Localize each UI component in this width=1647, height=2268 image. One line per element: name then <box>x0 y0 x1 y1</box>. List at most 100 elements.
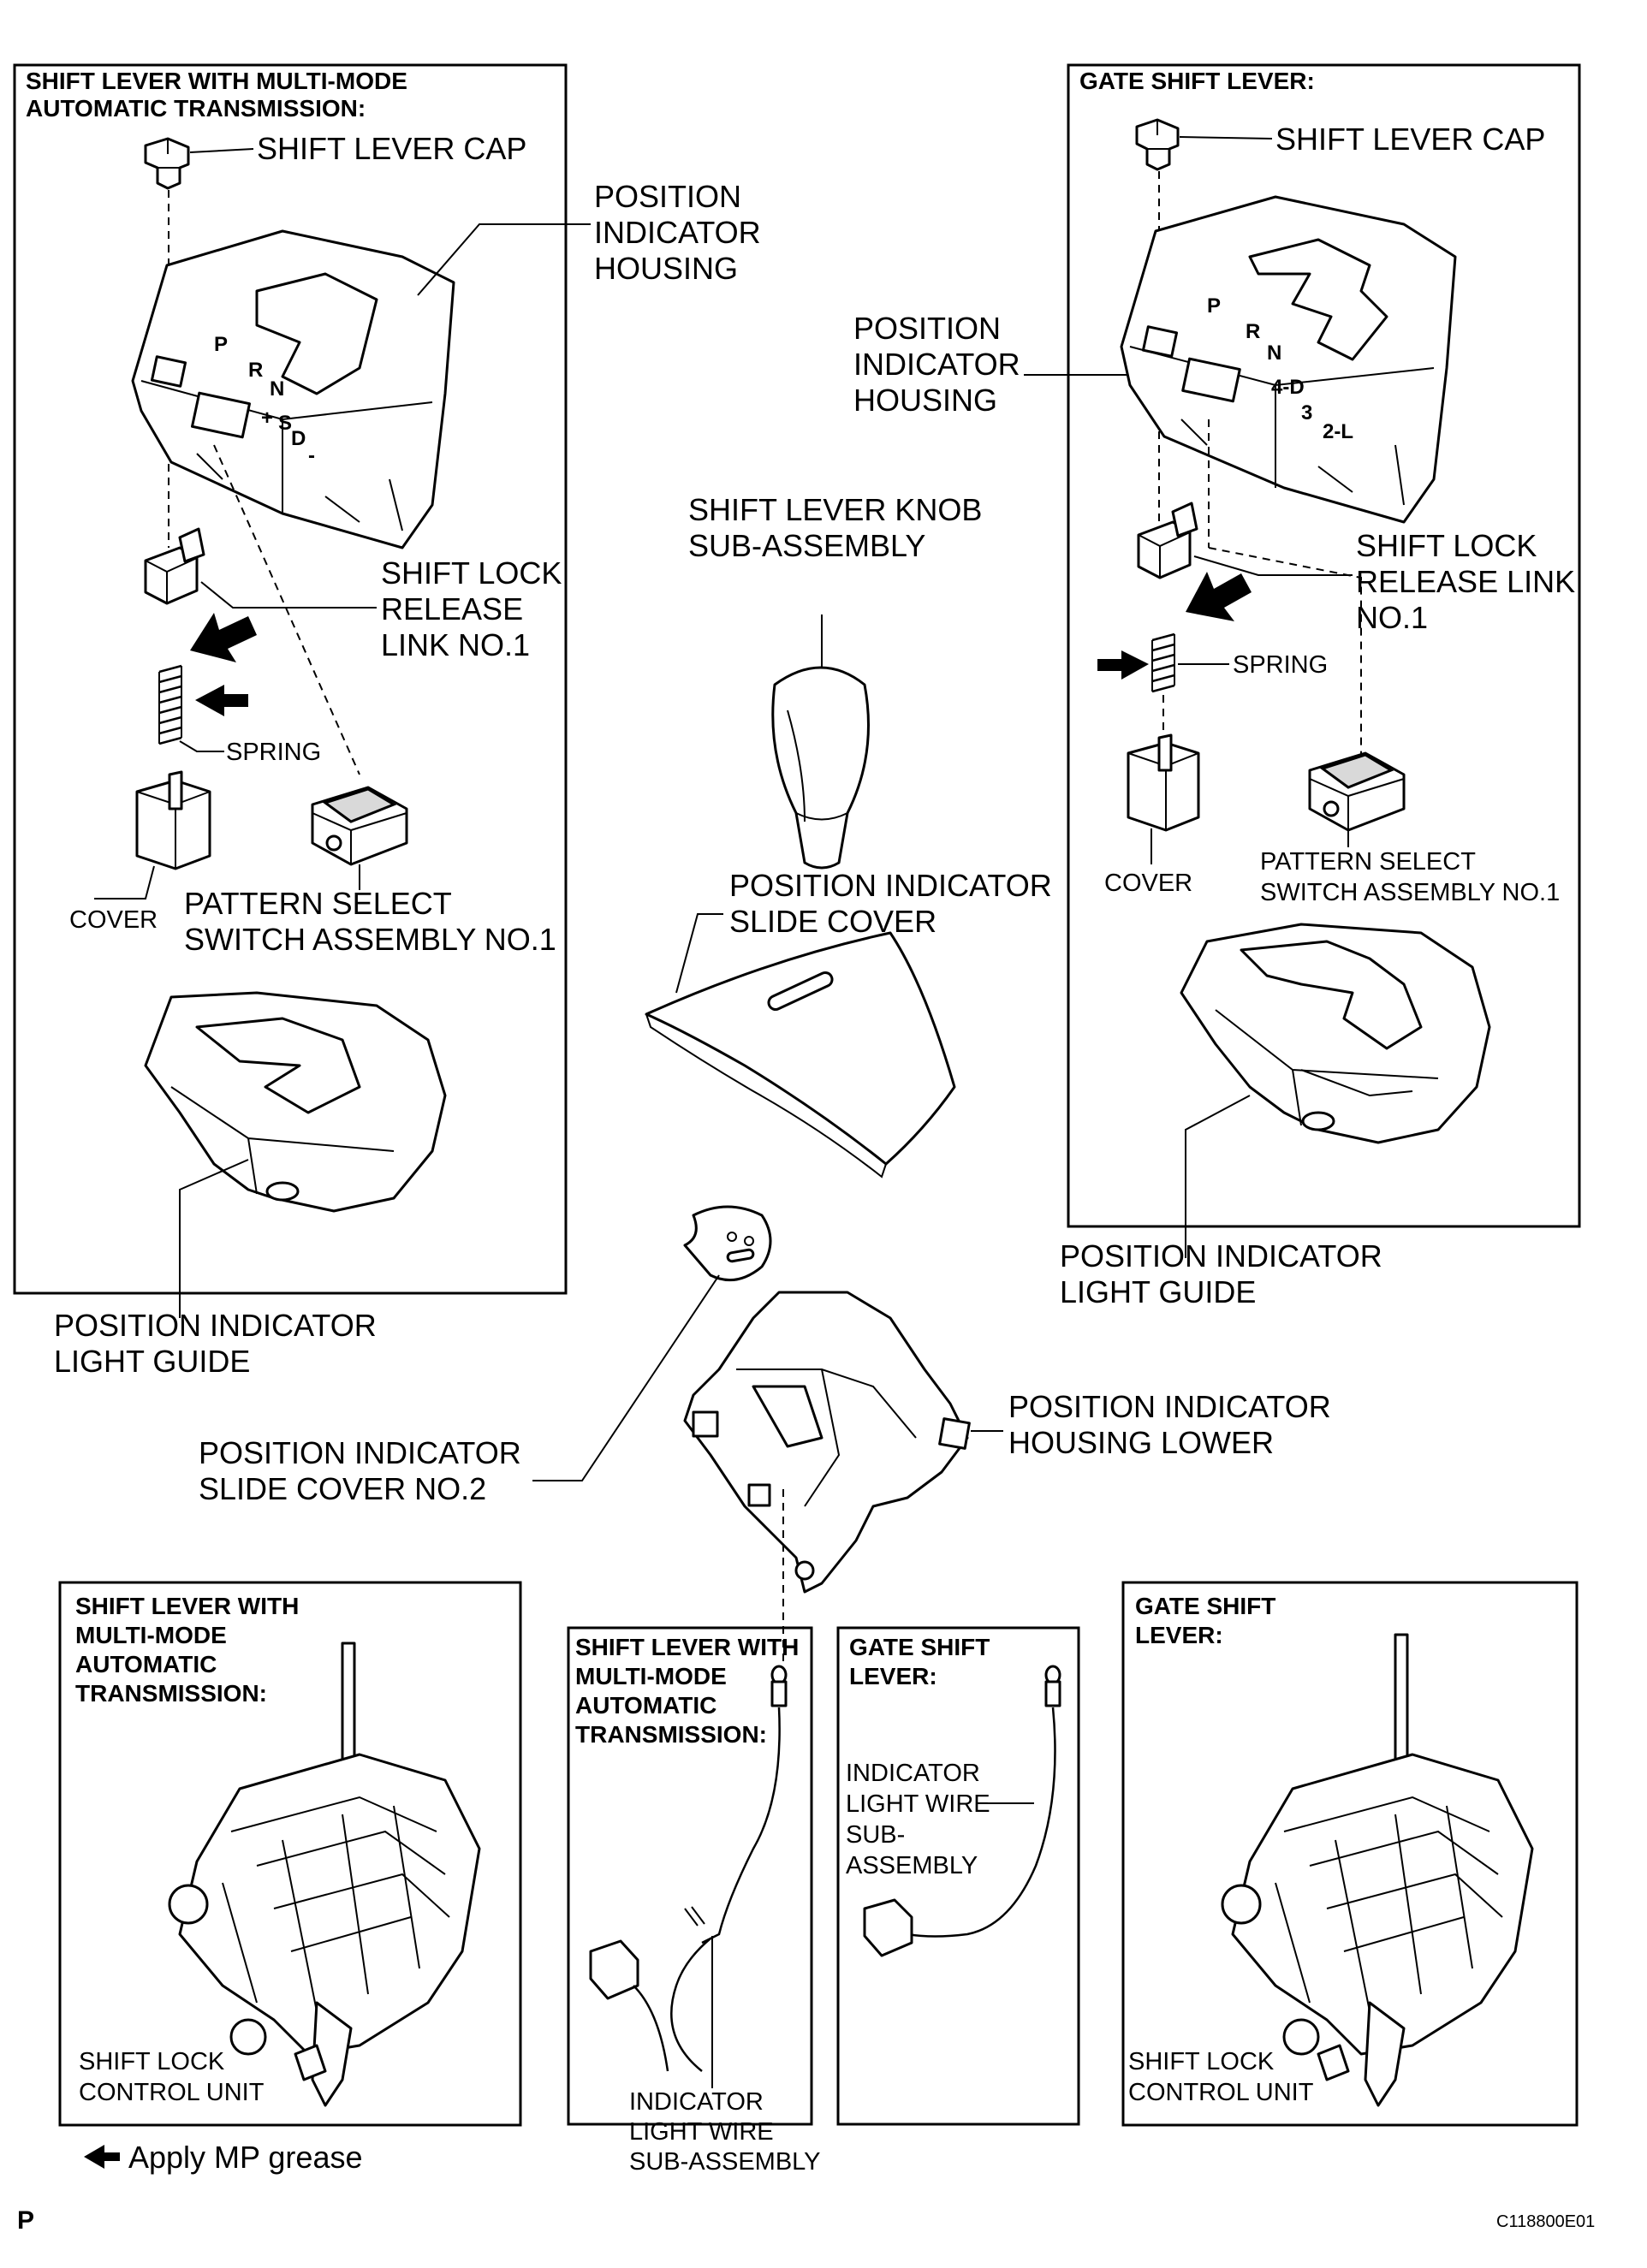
gear-letter: D <box>291 427 306 450</box>
gear-letter: + <box>261 407 273 430</box>
leader-line <box>675 913 723 994</box>
leader-line <box>200 581 377 609</box>
gear-letter: - <box>308 444 315 467</box>
spring-label: SPRING <box>226 739 321 766</box>
gear-letter: P <box>1207 294 1221 318</box>
panel-gate-bottom <box>1121 1581 1579 2127</box>
shift-lever-cap-label: SHIFT LEVER CAP <box>1275 122 1545 157</box>
header-line: MULTI-MODE <box>75 1622 227 1648</box>
header-line: AUTOMATIC <box>575 1692 716 1719</box>
leader-line <box>532 1274 720 1481</box>
shift-lock-control-unit-drawing <box>168 1642 481 2107</box>
housing-label: HOUSING <box>594 251 738 286</box>
header-line: LEVER: <box>1135 1622 1223 1648</box>
panel-multimode-bottom <box>58 1581 522 2127</box>
housing-label: POSITION <box>594 179 741 214</box>
shift-lever-knob-drawing <box>771 614 870 870</box>
grease-arrow-icon <box>1097 650 1149 680</box>
cover-label: COVER <box>69 906 158 934</box>
indicator-wire-label: LIGHT WIRE <box>846 1790 990 1818</box>
pattern-select-switch-drawing <box>1308 751 1406 832</box>
header-line: GATE SHIFT <box>849 1634 990 1660</box>
cover-label: COVER <box>1104 870 1192 897</box>
panel-gate-wire <box>836 1626 1080 2126</box>
housing-label: INDICATOR <box>594 215 761 250</box>
gear-letter: 3 <box>1301 401 1312 425</box>
figure-code: C118800E01 <box>1496 2212 1595 2231</box>
spring-drawing <box>158 664 182 745</box>
housing-label: POSITION <box>853 311 1001 346</box>
panel-gate-top <box>1067 63 1581 1228</box>
cover-drawing <box>1127 733 1200 832</box>
light-guide-label: LIGHT GUIDE <box>1060 1274 1256 1309</box>
gear-letter: 2-L <box>1323 420 1353 443</box>
header-line: MULTI-MODE <box>575 1663 727 1689</box>
indicator-wire-label: LIGHT WIRE <box>629 2118 774 2146</box>
shift-lever-cap-drawing <box>1135 118 1180 171</box>
assembly-path <box>1208 547 1362 762</box>
light-guide-label: POSITION INDICATOR <box>54 1308 377 1343</box>
shift-lever-cap-label: SHIFT LEVER CAP <box>257 131 526 166</box>
grease-arrow-icon <box>84 2145 120 2169</box>
knob-label: SHIFT LEVER KNOB <box>688 492 982 527</box>
slide-cover-no2-drawing <box>683 1205 772 1282</box>
page-marker: P <box>17 2206 34 2235</box>
header-line: AUTOMATIC <box>75 1651 217 1677</box>
gear-letter: N <box>270 377 284 401</box>
light-guide-drawing <box>1180 923 1491 1144</box>
release-link-label: SHIFT LOCK <box>1356 528 1537 563</box>
indicator-wire-label: ASSEMBLY <box>846 1852 978 1879</box>
housing-label: INDICATOR <box>853 347 1020 382</box>
light-guide-drawing <box>144 991 447 1213</box>
position-indicator-housing-drawing <box>131 229 455 549</box>
pattern-switch-label: SWITCH ASSEMBLY NO.1 <box>1260 879 1560 906</box>
leader-line <box>1193 555 1353 576</box>
release-link-label: NO.1 <box>1356 600 1428 635</box>
gear-letter: R <box>248 359 263 382</box>
header-line: SHIFT LEVER WITH <box>75 1593 299 1619</box>
leader-line <box>189 148 254 153</box>
pattern-switch-label: PATTERN SELECT <box>184 886 452 921</box>
grease-arrow-icon <box>190 613 257 662</box>
header-line: AUTOMATIC TRANSMISSION: <box>26 95 366 122</box>
shift-lock-control-unit-drawing <box>1221 1633 1534 2107</box>
header-line: LEVER: <box>849 1663 937 1689</box>
header-line: GATE SHIFT <box>1135 1593 1275 1619</box>
release-link-label: RELEASE LINK <box>1356 564 1575 599</box>
slide-cover-label: POSITION INDICATOR <box>729 868 1052 903</box>
header-line: TRANSMISSION: <box>75 1680 267 1707</box>
pattern-switch-label: SWITCH ASSEMBLY NO.1 <box>184 922 556 957</box>
grease-arrow-icon <box>1186 572 1252 621</box>
header-line: GATE SHIFT LEVER: <box>1079 68 1315 94</box>
knob-label: SUB-ASSEMBLY <box>688 528 925 563</box>
light-guide-label: LIGHT GUIDE <box>54 1344 250 1379</box>
control-unit-label: SHIFT LOCK <box>1128 2048 1275 2075</box>
leader-line <box>179 1159 249 1318</box>
indicator-light-wire-drawing <box>863 1665 1061 1957</box>
light-guide-label: POSITION INDICATOR <box>1060 1238 1382 1274</box>
release-link-label: SHIFT LOCK <box>381 555 562 591</box>
shift-lever-cap-drawing <box>144 137 190 190</box>
release-link-label: LINK NO.1 <box>381 627 530 662</box>
shift-lock-release-link-drawing <box>144 527 205 605</box>
position-indicator-housing-drawing <box>1120 195 1457 524</box>
gear-letter: 4-D <box>1271 376 1305 399</box>
shift-lock-release-link-drawing <box>1137 502 1198 579</box>
gear-letter: S <box>278 412 292 435</box>
release-link-label: RELEASE <box>381 591 523 626</box>
spring-drawing <box>1151 632 1175 693</box>
header-line: SHIFT LEVER WITH MULTI-MODE <box>26 68 407 94</box>
control-unit-label: CONTROL UNIT <box>1128 2079 1314 2106</box>
panel-multimode-top <box>13 63 568 1295</box>
pattern-switch-label: PATTERN SELECT <box>1260 848 1476 876</box>
leader-line <box>1185 1095 1251 1258</box>
indicator-wire-label: SUB-ASSEMBLY <box>629 2148 820 2176</box>
control-unit-label: CONTROL UNIT <box>79 2079 265 2106</box>
gear-letter: N <box>1267 341 1281 365</box>
indicator-wire-label: SUB- <box>846 1821 905 1849</box>
slide-cover-label: SLIDE COVER <box>729 904 936 939</box>
indicator-wire-label: INDICATOR <box>629 2088 764 2116</box>
housing-label: HOUSING <box>853 383 997 418</box>
header-line: TRANSMISSION: <box>575 1721 767 1748</box>
slide-cover-no2-label: SLIDE COVER NO.2 <box>199 1471 486 1506</box>
